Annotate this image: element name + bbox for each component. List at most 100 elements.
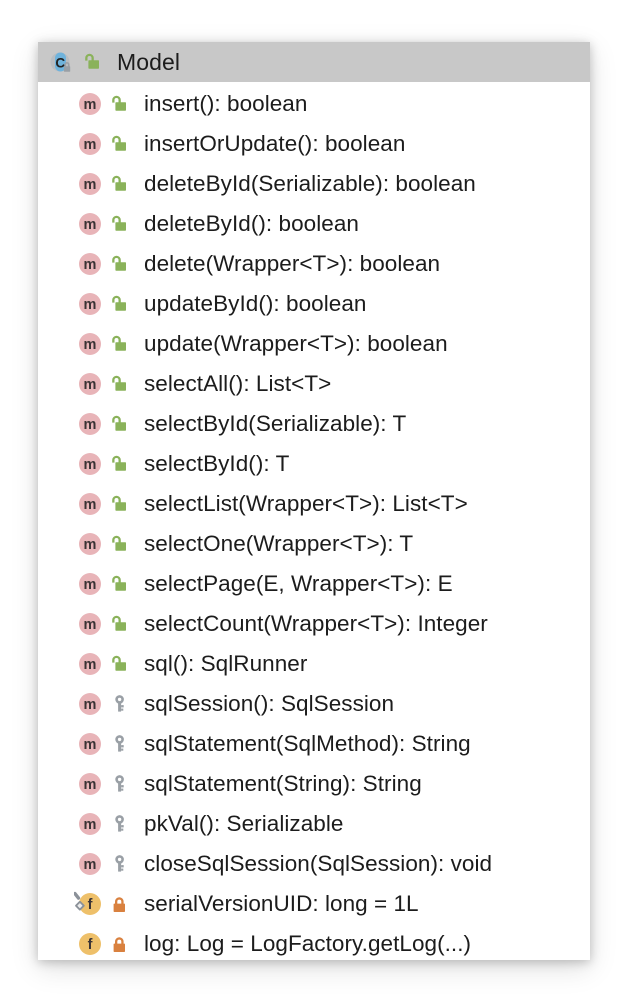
method-icon: m — [74, 649, 104, 679]
class-member-row[interactable]: m selectList(Wrapper<T>): List<T> — [38, 484, 590, 524]
svg-text:m: m — [84, 817, 97, 833]
class-member-row[interactable]: m selectCount(Wrapper<T>): Integer — [38, 604, 590, 644]
class-member-row[interactable]: m insert(): boolean — [38, 84, 590, 124]
svg-text:m: m — [84, 697, 97, 713]
package-private-key-icon — [109, 691, 131, 717]
svg-text:m: m — [84, 857, 97, 873]
method-icon: m — [74, 729, 104, 759]
class-member-label: sqlStatement(SqlMethod): String — [144, 731, 471, 756]
svg-text:m: m — [84, 97, 97, 113]
class-member-row[interactable]: m selectOne(Wrapper<T>): T — [38, 524, 590, 564]
method-icon: m — [74, 689, 104, 719]
class-member-row[interactable]: m sqlStatement(String): String — [38, 764, 590, 804]
class-member-row[interactable]: m deleteById(Serializable): boolean — [38, 164, 590, 204]
uml-class-node-model[interactable]: C Model m i — [38, 42, 590, 960]
class-member-label: sqlStatement(String): String — [144, 771, 422, 796]
class-member-label: insertOrUpdate(): boolean — [144, 131, 406, 156]
class-member-label: pkVal(): Serializable — [144, 811, 344, 836]
class-member-label: deleteById(Serializable): boolean — [144, 171, 476, 196]
class-member-row[interactable]: m updateById(): boolean — [38, 284, 590, 324]
class-member-label: selectOne(Wrapper<T>): T — [144, 531, 414, 556]
class-member-row[interactable]: m sqlStatement(SqlMethod): String — [38, 724, 590, 764]
svg-text:m: m — [84, 257, 97, 273]
package-private-key-icon — [109, 771, 131, 797]
private-locked-icon — [109, 931, 131, 957]
field-icon: f — [74, 929, 104, 959]
method-icon: m — [74, 769, 104, 799]
public-unlocked-icon — [109, 651, 131, 677]
class-member-row[interactable]: m selectPage(E, Wrapper<T>): E — [38, 564, 590, 604]
method-icon: m — [74, 169, 104, 199]
svg-text:m: m — [84, 577, 97, 593]
method-icon: m — [74, 409, 104, 439]
class-member-label: deleteById(): boolean — [144, 211, 359, 236]
method-icon: m — [74, 569, 104, 599]
method-icon: m — [74, 129, 104, 159]
class-member-row[interactable]: f log: Log = LogFactory.getLog(...) — [38, 924, 590, 960]
class-header[interactable]: C Model — [38, 42, 590, 82]
method-icon: m — [74, 209, 104, 239]
public-unlocked-icon — [109, 211, 131, 237]
method-icon: m — [74, 809, 104, 839]
class-member-row[interactable]: m selectById(): T — [38, 444, 590, 484]
svg-text:m: m — [84, 177, 97, 193]
public-unlocked-icon — [82, 49, 104, 75]
class-member-label: sqlSession(): SqlSession — [144, 691, 395, 716]
svg-text:m: m — [84, 657, 97, 673]
method-icon: m — [74, 289, 104, 319]
svg-text:m: m — [84, 417, 97, 433]
class-member-row[interactable]: m pkVal(): Serializable — [38, 804, 590, 844]
svg-text:m: m — [84, 737, 97, 753]
public-unlocked-icon — [109, 171, 131, 197]
class-member-label: updateById(): boolean — [144, 291, 367, 316]
class-member-row[interactable]: m insertOrUpdate(): boolean — [38, 124, 590, 164]
class-member-label: log: Log = LogFactory.getLog(...) — [144, 931, 472, 956]
public-unlocked-icon — [109, 131, 131, 157]
class-member-label: selectById(): T — [144, 451, 290, 476]
svg-text:m: m — [84, 497, 97, 513]
class-member-row[interactable]: f serialVersionUID: long = 1L — [38, 884, 590, 924]
class-member-row[interactable]: m deleteById(): boolean — [38, 204, 590, 244]
svg-text:m: m — [84, 457, 97, 473]
svg-text:m: m — [84, 537, 97, 553]
svg-text:m: m — [84, 137, 97, 153]
package-private-key-icon — [109, 811, 131, 837]
class-member-row[interactable]: m delete(Wrapper<T>): boolean — [38, 244, 590, 284]
public-unlocked-icon — [109, 491, 131, 517]
class-member-label: selectList(Wrapper<T>): List<T> — [144, 491, 468, 516]
class-member-row[interactable]: m closeSqlSession(SqlSession): void — [38, 844, 590, 884]
method-icon: m — [74, 489, 104, 519]
class-member-label: selectAll(): List<T> — [144, 371, 332, 396]
public-unlocked-icon — [109, 611, 131, 637]
public-unlocked-icon — [109, 371, 131, 397]
method-icon: m — [74, 249, 104, 279]
svg-text:m: m — [84, 297, 97, 313]
method-icon: m — [74, 89, 104, 119]
class-member-row[interactable]: m sql(): SqlRunner — [38, 644, 590, 684]
class-member-row[interactable]: m sqlSession(): SqlSession — [38, 684, 590, 724]
public-unlocked-icon — [109, 411, 131, 437]
class-icon: C — [47, 47, 77, 77]
class-member-row[interactable]: m selectById(Serializable): T — [38, 404, 590, 444]
class-member-label: closeSqlSession(SqlSession): void — [144, 851, 493, 876]
svg-text:m: m — [84, 377, 97, 393]
public-unlocked-icon — [109, 451, 131, 477]
svg-text:m: m — [84, 777, 97, 793]
class-member-row[interactable]: m selectAll(): List<T> — [38, 364, 590, 404]
method-icon: m — [74, 329, 104, 359]
method-icon: m — [74, 529, 104, 559]
svg-text:m: m — [84, 337, 97, 353]
svg-text:m: m — [84, 617, 97, 633]
class-member-label: sql(): SqlRunner — [144, 651, 308, 676]
class-name: Model — [117, 48, 181, 75]
svg-text:m: m — [84, 217, 97, 233]
method-icon: m — [74, 849, 104, 879]
class-member-label: delete(Wrapper<T>): boolean — [144, 251, 441, 276]
class-member-list: m insert(): boolean m insertOrUpdate(): … — [38, 82, 590, 960]
public-unlocked-icon — [109, 91, 131, 117]
class-member-label: insert(): boolean — [144, 91, 308, 116]
class-member-row[interactable]: m update(Wrapper<T>): boolean — [38, 324, 590, 364]
method-icon: m — [74, 609, 104, 639]
class-member-label: selectCount(Wrapper<T>): Integer — [144, 611, 488, 636]
